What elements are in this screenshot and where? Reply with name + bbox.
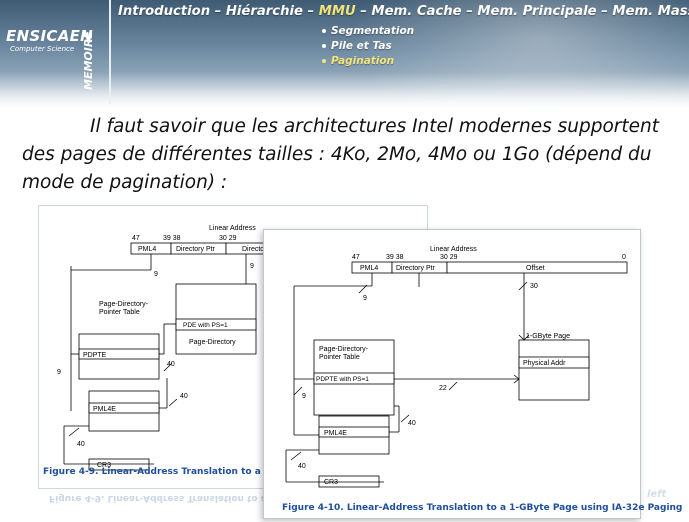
subnav-item-pile-tas[interactable]: Pile et Tas	[322, 39, 414, 54]
fig1-bit-47: 47	[132, 235, 140, 242]
fig2-width-40a: 40	[408, 420, 416, 427]
fig2-field-dirptr: Directory Ptr	[396, 265, 436, 272]
fig1-width-40a: 40	[167, 361, 175, 368]
fig2-phys-label: Physical Addr	[523, 360, 566, 367]
fig2-pdpt-label-1: Page-Directory-	[319, 346, 369, 353]
fig1-width-40c: 40	[77, 441, 85, 448]
figure-4-10-diagram: Linear Address 47 39 38 30 29 0 PML4 Dir…	[264, 230, 640, 518]
fig2-field-offset: Offset	[526, 265, 545, 272]
fig1-width-40b: 40	[180, 393, 188, 400]
subsection-nav: Segmentation Pile et Tas Pagination	[322, 24, 414, 69]
bullet-icon	[322, 44, 326, 48]
fig2-width-9b: 9	[302, 393, 306, 400]
fig2-width-30: 30	[530, 283, 538, 290]
fig1-width-9a: 9	[154, 271, 158, 278]
subnav-item-segmentation[interactable]: Segmentation	[322, 24, 414, 39]
footer-fragment: left	[647, 489, 666, 500]
banner-fade	[0, 72, 689, 110]
fig1-pde-label: PDE with PS=1	[183, 322, 228, 329]
figure-4-9-caption: Figure 4-9. Linear-Address Translation t…	[43, 467, 277, 477]
fig1-pdpt-label-2: Pointer Table	[99, 309, 140, 316]
subnav-item-pagination[interactable]: Pagination	[322, 54, 414, 69]
fig2-bit-30-29: 30 29	[440, 254, 458, 261]
logo-name: ENSICAEN	[6, 27, 93, 45]
ensicaen-logo[interactable]: ENSICAEN Computer Science	[6, 27, 93, 53]
fig2-width-40b: 40	[298, 463, 306, 470]
breadcrumb-after[interactable]: – Mem. Cache – Mem. Principale – Mem. Ma…	[356, 4, 689, 19]
fig1-bit-39-38: 39 38	[163, 235, 181, 242]
fig1-width-9b: 9	[250, 263, 254, 270]
fig2-field-pml4: PML4	[360, 265, 378, 272]
fig2-pml4e: PML4E	[324, 430, 347, 437]
fig2-page-label: 1-GByte Page	[526, 333, 570, 340]
body-paragraph: Il faut savoir que les architectures Int…	[22, 113, 672, 197]
header-divider	[109, 0, 111, 104]
fig2-cr3: CR3	[324, 479, 338, 486]
bullet-icon	[322, 29, 326, 33]
fig1-field-pml4: PML4	[138, 246, 156, 253]
fig2-pdpt-label-2: Pointer Table	[319, 354, 360, 361]
section-vertical-label: MEMOIRE	[82, 31, 95, 90]
breadcrumb: Introduction – Hiérarchie – MMU – Mem. C…	[118, 4, 689, 19]
fig1-width-9c: 9	[57, 369, 61, 376]
fig1-pdpte: PDPTE	[83, 352, 107, 359]
fig2-bit-47: 47	[352, 254, 360, 261]
fig1-title: Linear Address	[209, 225, 256, 232]
fig2-bit-0: 0	[622, 254, 626, 261]
fig1-bit-30-29: 30 29	[219, 235, 237, 242]
fig1-pml4e: PML4E	[93, 406, 116, 413]
breadcrumb-active[interactable]: MMU	[319, 4, 356, 19]
fig2-title: Linear Address	[430, 246, 477, 253]
fig1-field-directory: Directo	[242, 246, 264, 253]
bullet-icon	[322, 59, 326, 63]
fig1-field-dirptr: Directory Ptr	[176, 246, 216, 253]
fig2-bit-39-38: 39 38	[386, 254, 404, 261]
figure-4-10-caption: Figure 4-10. Linear-Address Translation …	[282, 503, 682, 513]
fig2-width-9: 9	[363, 295, 367, 302]
fig1-pdpt-label-1: Page-Directory-	[99, 301, 149, 308]
fig2-pdpte-label: PDPTE with PS=1	[316, 376, 369, 383]
fig1-page-directory-label: Page-Directory	[189, 339, 236, 346]
figure-4-10: Linear Address 47 39 38 30 29 0 PML4 Dir…	[263, 229, 641, 519]
fig2-width-22: 22	[439, 385, 447, 392]
logo-subtitle: Computer Science	[10, 45, 93, 53]
breadcrumb-before[interactable]: Introduction – Hiérarchie –	[118, 4, 319, 19]
